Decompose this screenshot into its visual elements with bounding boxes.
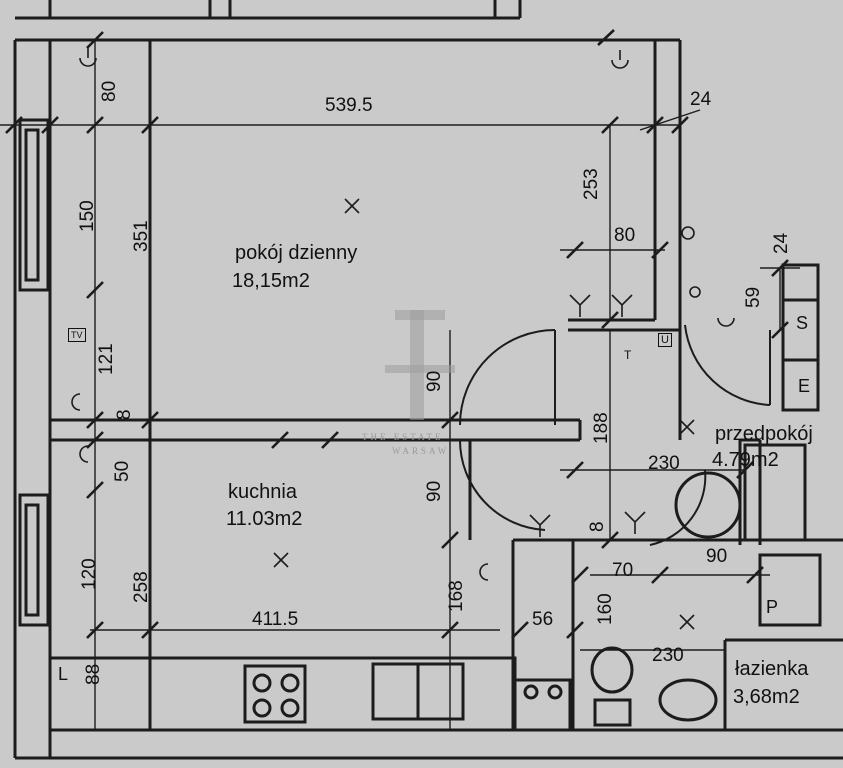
symbol-s: S [796,313,809,333]
dim-150: 150 [77,200,98,232]
watermark-subtext: WARSAW [392,446,450,456]
dim-90-kitchen: 90 [424,480,445,502]
watermark-text: THE ESTATE [362,432,444,442]
dim-80-door: 80 [614,225,636,246]
dim-253: 253 [581,168,602,200]
dim-168: 168 [446,580,467,612]
dim-80-left: 80 [99,80,120,102]
dim-160: 160 [595,593,616,625]
symbol-l: L [58,664,69,684]
dim-50: 50 [112,460,133,482]
dim-539-5: 539.5 [325,95,373,116]
dim-8-left: 8 [114,409,135,420]
dim-121: 121 [96,343,117,375]
dim-258: 258 [131,571,152,603]
dim-120: 120 [79,558,100,590]
outlet-symbols [71,48,735,581]
dimension-lines [0,40,800,730]
dim-411-5: 411.5 [252,609,299,630]
room-hall-area: 4.79m2 [712,449,779,471]
dim-70: 70 [612,560,634,581]
room-hall-name: przedpokój [715,423,813,445]
dim-188: 188 [591,412,612,444]
watermark-logo [385,310,455,420]
dim-90-bath: 90 [706,546,728,567]
dimension-ticks [5,29,789,639]
dim-351: 351 [131,220,152,252]
dim-90-living: 90 [424,370,445,392]
room-markers [273,198,695,630]
symbol-p: P [766,597,779,617]
room-bath-area: 3,68m2 [733,686,800,708]
room-bath-name: łazienka [735,658,809,680]
symbol-u: U [658,333,672,347]
dim-230-bath: 230 [652,645,684,666]
room-living-name: pokój dzienny [235,242,358,264]
dim-24-top: 24 [690,89,712,110]
dim-24-right: 24 [771,232,792,254]
dim-230-hall: 230 [648,453,680,474]
doors [458,324,771,546]
symbol-t: T [624,348,632,362]
symbol-tv: TV [68,328,86,342]
dim-59: 59 [743,286,764,308]
room-kitchen-area: 11.03m2 [226,508,303,530]
symbol-e: E [798,376,811,396]
room-living-area: 18,15m2 [232,270,310,292]
dim-88: 88 [83,663,104,685]
dim-56: 56 [532,609,554,630]
room-kitchen-name: kuchnia [228,481,297,503]
walls [13,0,843,760]
dim-8-hall: 8 [587,521,608,532]
